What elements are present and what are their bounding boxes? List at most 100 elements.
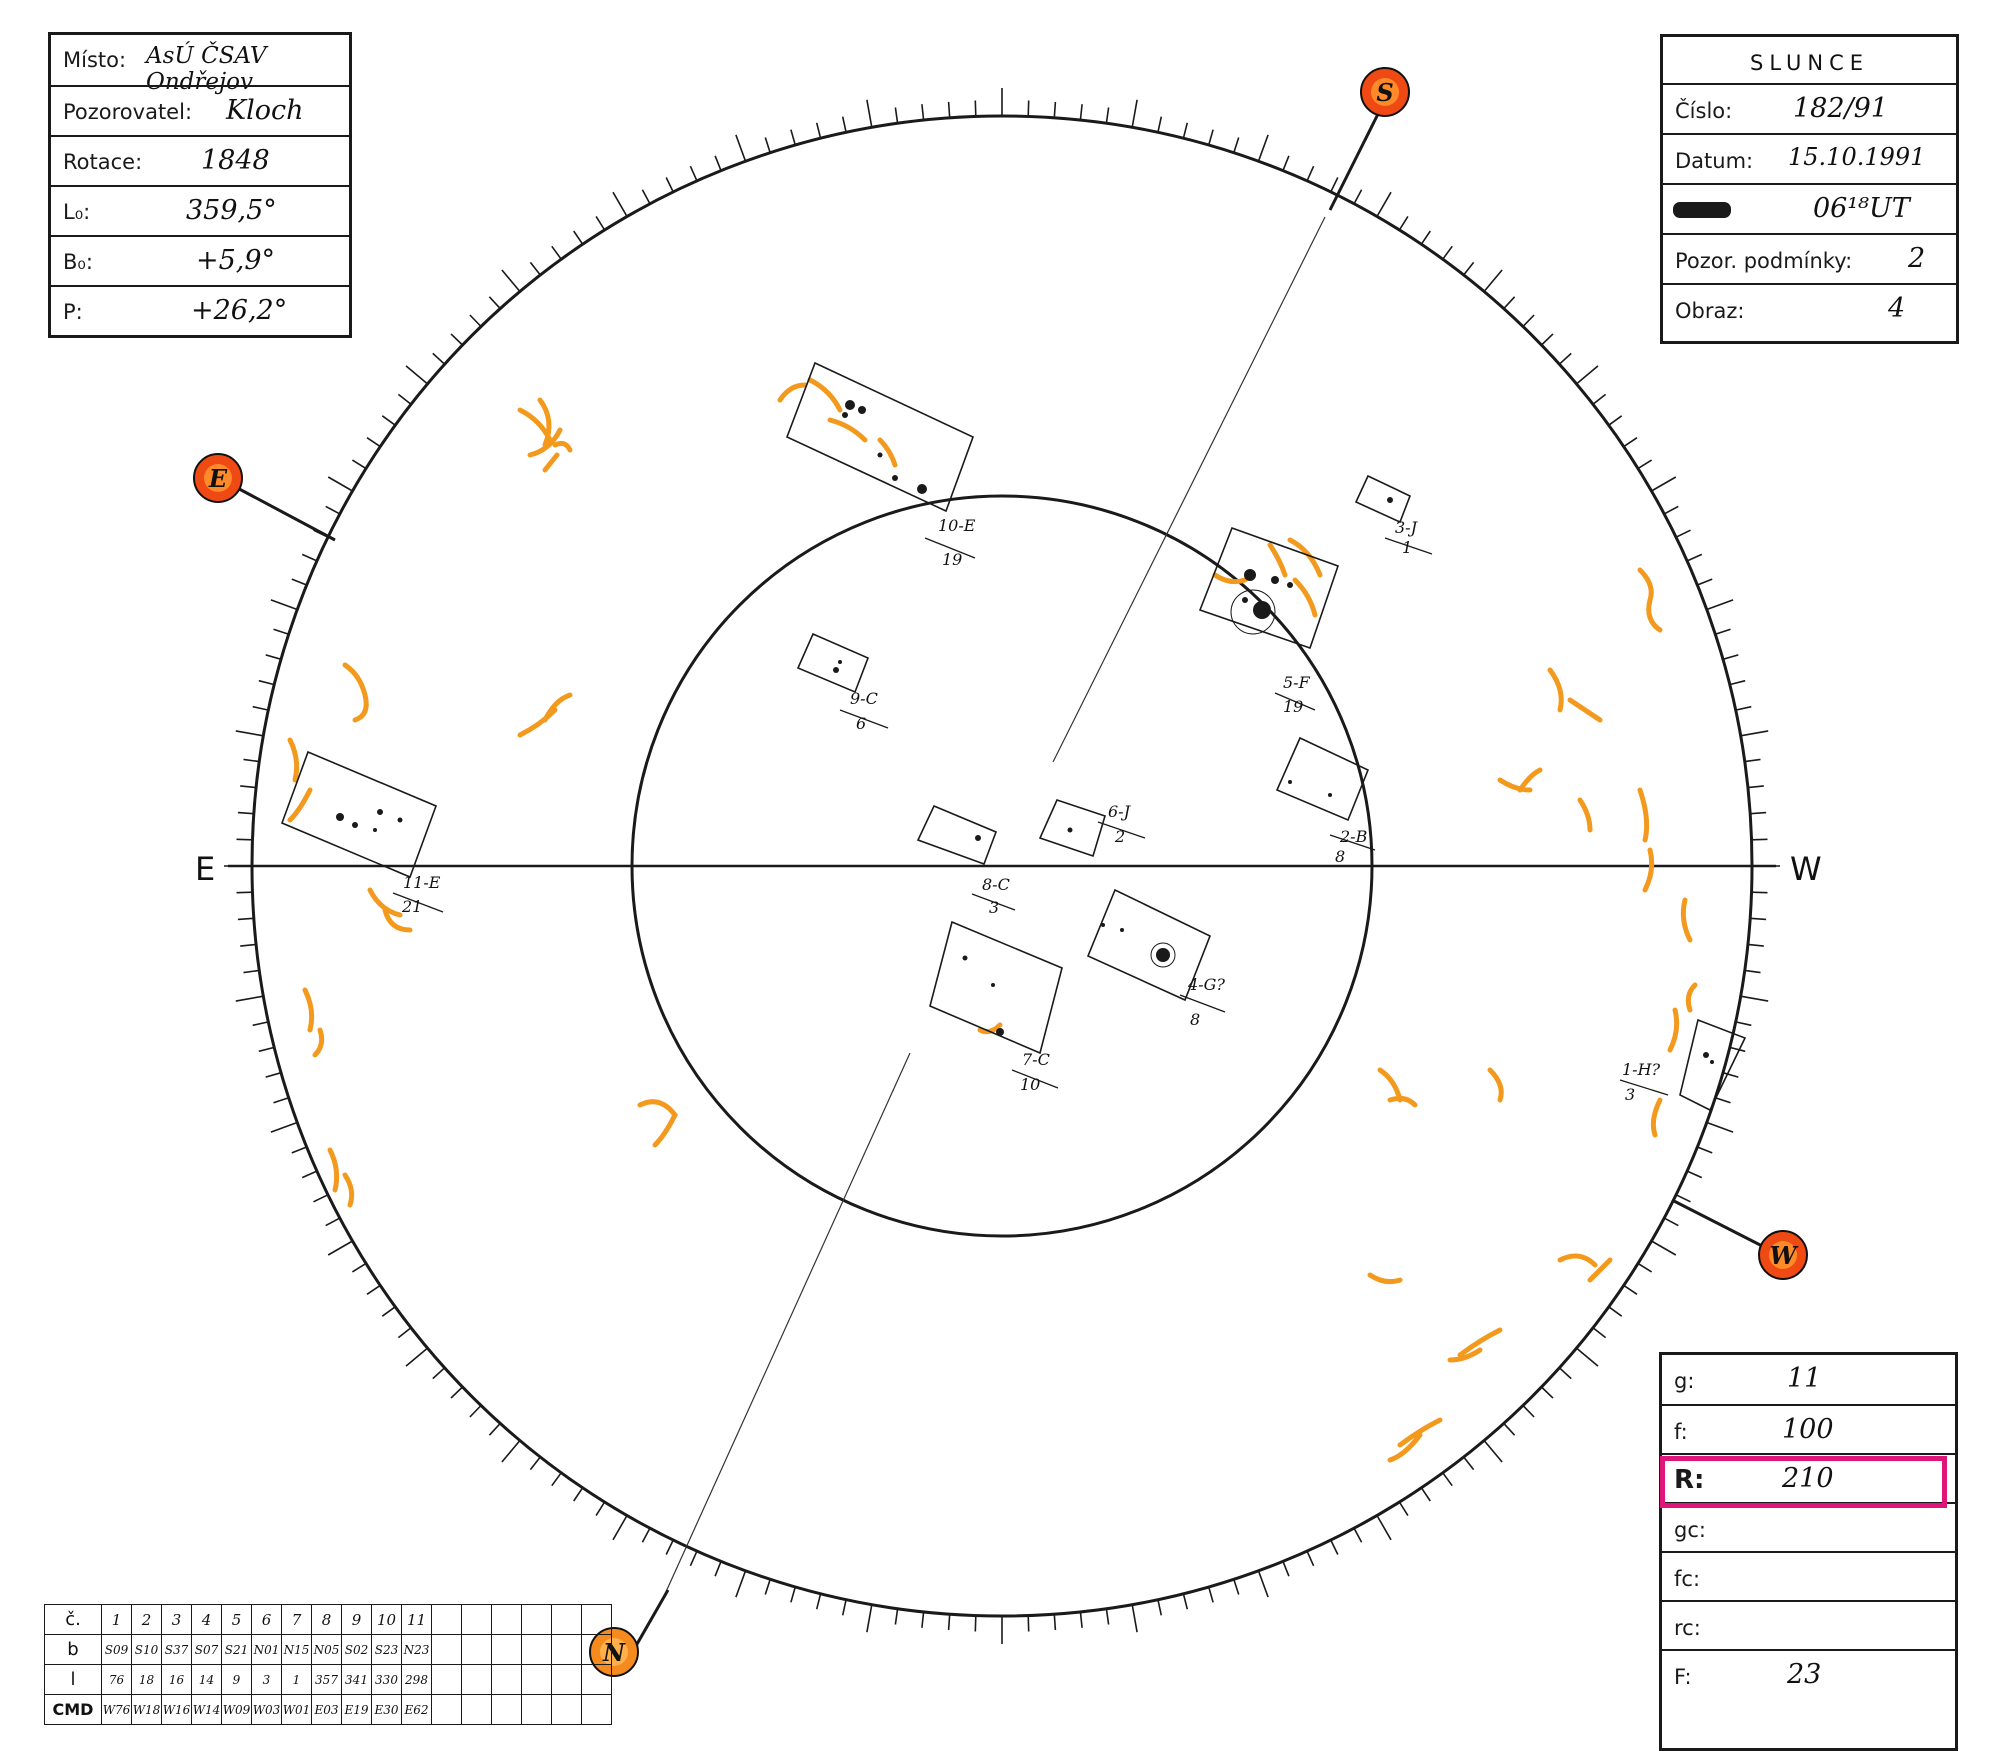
limb-tick xyxy=(1729,679,1746,686)
sun-record-box: SLUNCE Číslo: 182/91 Datum: 15.10.1991 0… xyxy=(1660,34,1959,344)
limb-tick xyxy=(405,365,429,385)
rotation-axis-lower xyxy=(659,1052,911,1606)
table-cell-empty xyxy=(491,1634,522,1665)
penumbra-outline xyxy=(1230,589,1276,635)
table-cell: 341 xyxy=(341,1664,372,1695)
limb-tick xyxy=(1398,215,1409,231)
table-cell: N01 xyxy=(251,1634,282,1665)
info-row-b0: B₀: +5,9° xyxy=(51,235,349,285)
limb-tick xyxy=(469,1404,482,1418)
table-cell: 6 xyxy=(251,1604,282,1635)
table-cell-empty xyxy=(431,1664,462,1695)
table-cell-empty xyxy=(521,1634,552,1665)
limb-tick xyxy=(551,245,562,260)
limb-tick xyxy=(381,1306,396,1317)
limb-tick xyxy=(1027,100,1030,117)
table-cell: S23 xyxy=(371,1634,402,1665)
table-cell-empty xyxy=(461,1634,492,1665)
table-cell: S37 xyxy=(161,1634,192,1665)
info-value: 359,5° xyxy=(186,195,277,226)
count-row-rc: rc: xyxy=(1662,1600,1955,1649)
count-value: 100 xyxy=(1782,1414,1834,1445)
limb-tick xyxy=(595,1501,606,1517)
group-count-10-E: 19 xyxy=(942,550,962,569)
table-cell: 357 xyxy=(311,1664,342,1695)
table-cell: 76 xyxy=(101,1664,132,1695)
limb-tick xyxy=(243,969,260,974)
limb-tick xyxy=(866,1604,873,1633)
limb-tick xyxy=(237,811,254,815)
limb-tick xyxy=(1722,1071,1739,1078)
table-cell: 3 xyxy=(251,1664,282,1695)
table-row-label: č. xyxy=(44,1604,102,1635)
limb-tick xyxy=(1740,730,1769,737)
limb-tick xyxy=(1053,101,1057,118)
limb-tick xyxy=(273,1097,289,1104)
limb-tick xyxy=(1463,261,1475,276)
limb-tick xyxy=(921,1611,925,1628)
limb-tick xyxy=(1651,1240,1677,1256)
limb-tick xyxy=(488,296,501,310)
limb-tick xyxy=(790,1586,797,1603)
limb-tick xyxy=(1420,230,1431,245)
table-cell-empty xyxy=(581,1694,612,1725)
count-label: g: xyxy=(1674,1369,1695,1393)
sun-row-image: Obraz: 4 xyxy=(1663,283,1956,333)
group-label-9-C-text: 9-C xyxy=(850,689,878,708)
limb-tick xyxy=(1623,437,1638,448)
w-marker-text: W xyxy=(1770,1241,1799,1270)
table-row-label: CMD xyxy=(44,1694,102,1725)
group-count-5-F: 19 xyxy=(1283,697,1303,716)
limb-tick xyxy=(641,1527,651,1543)
group-labels: 10-E19 3-J1 5-F19 9-C6 11-E21 6-J2 8-C3 … xyxy=(392,516,1669,1104)
group-count-9-C: 6 xyxy=(856,714,866,733)
sun-value: 182/91 xyxy=(1793,93,1888,124)
limb-tick xyxy=(529,1456,541,1471)
table-cell-empty xyxy=(521,1664,552,1695)
limb-tick xyxy=(240,785,257,789)
sun-box-title: SLUNCE xyxy=(1750,51,1869,75)
limb-tick xyxy=(1744,758,1761,763)
limb-tick xyxy=(1282,155,1290,171)
sun-value: 2 xyxy=(1908,243,1926,274)
info-value: +5,9° xyxy=(196,245,276,276)
limb-tick xyxy=(432,1367,446,1380)
s-marker-text: S xyxy=(1376,78,1393,107)
limb-tick xyxy=(1233,137,1240,153)
limb-tick xyxy=(1398,1501,1409,1517)
table-cell: W03 xyxy=(251,1694,282,1725)
limb-tick xyxy=(325,1217,341,1227)
sun-row-time: 06¹⁸UT xyxy=(1663,183,1956,233)
limb-tick xyxy=(327,476,353,492)
limb-tick xyxy=(947,101,951,118)
sunspots xyxy=(336,400,1714,1064)
limb-tick xyxy=(1558,1367,1572,1380)
limb-tick xyxy=(1592,393,1607,405)
limb-tick xyxy=(1131,1604,1138,1633)
limb-tick xyxy=(258,679,275,686)
table-cell-empty xyxy=(461,1604,492,1635)
group-count-7-C: 10 xyxy=(1020,1075,1040,1094)
limb-tick xyxy=(714,155,722,171)
limb-tick xyxy=(689,165,698,182)
group-label-8-C: 8-C3 xyxy=(971,875,1016,917)
count-label: f: xyxy=(1674,1420,1688,1444)
limb-tick xyxy=(894,1608,899,1625)
group-count-8-C: 3 xyxy=(989,898,999,917)
table-cell-empty xyxy=(431,1694,462,1725)
limb-tick xyxy=(397,393,412,405)
limb-tick xyxy=(1376,1515,1392,1541)
group-count-11-E: 21 xyxy=(401,897,422,916)
limb-tick xyxy=(1697,1146,1713,1154)
table-cell: 9 xyxy=(221,1664,252,1695)
table-cell: 2 xyxy=(131,1604,162,1635)
table-cell: W18 xyxy=(131,1694,162,1725)
limb-tick xyxy=(1182,1593,1189,1610)
table-cell-empty xyxy=(551,1664,582,1695)
group-label-11-E-text: 11-E xyxy=(403,873,441,892)
limb-tick xyxy=(573,1487,584,1502)
limb-tick xyxy=(1233,1579,1240,1595)
table-cell: 7 xyxy=(281,1604,312,1635)
limb-tick xyxy=(1257,1570,1269,1598)
